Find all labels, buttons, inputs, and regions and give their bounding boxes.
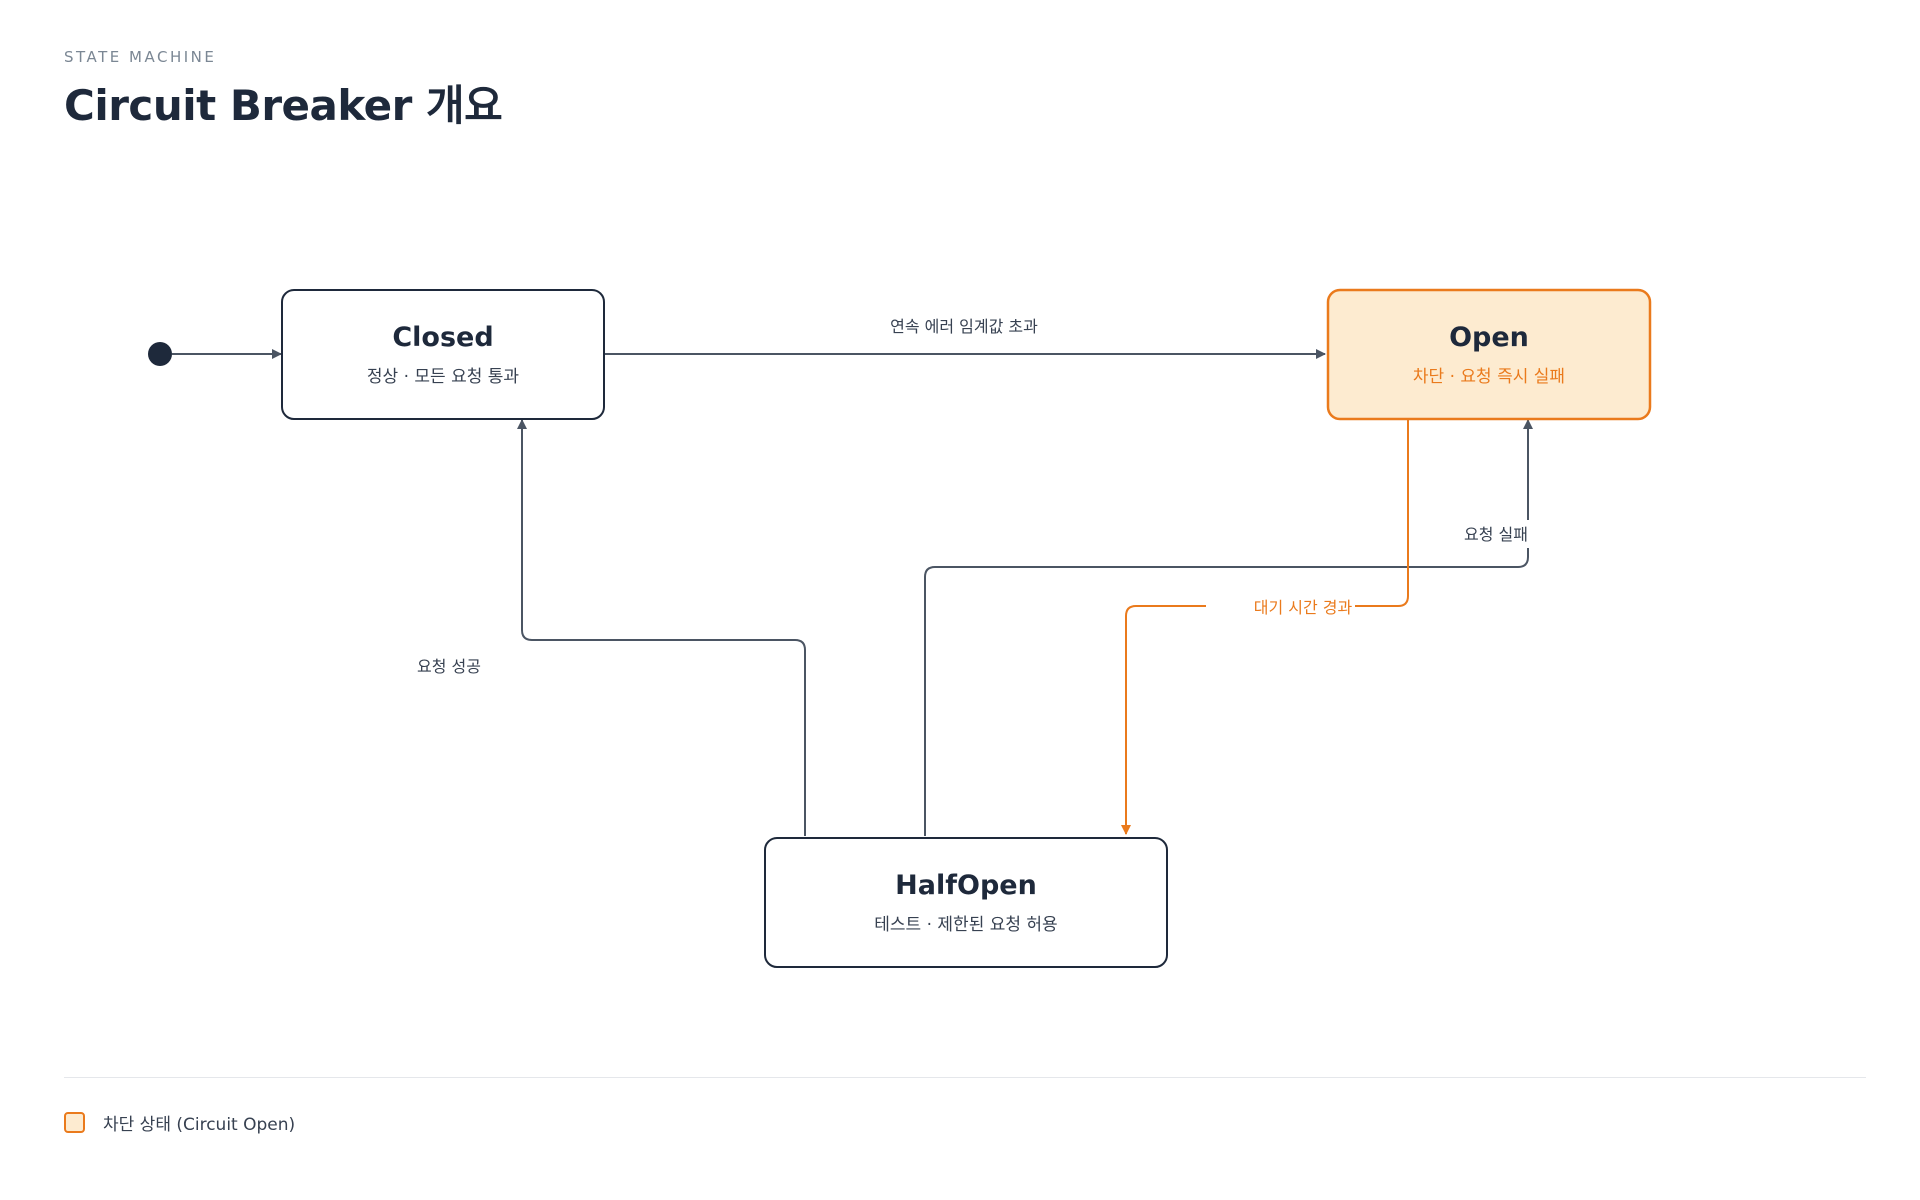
eyebrow-label: STATE MACHINE <box>64 48 217 66</box>
state-node-open: Open 차단 · 요청 즉시 실패 <box>1326 288 1652 421</box>
legend-swatch-open <box>64 1112 85 1133</box>
state-halfopen-box <box>764 837 1168 968</box>
edge-label-bg-halfopen-to-open <box>1456 520 1542 548</box>
page-title: Circuit Breaker 개요 <box>64 81 503 130</box>
legend-label: 차단 상태 (Circuit Open) <box>103 1115 296 1135</box>
edge-label-halfopen-to-closed: 요청 성공 <box>417 657 481 676</box>
edge-label-halfopen-to-open: 요청 실패 <box>1464 525 1528 544</box>
edge-label-open-to-halfopen: 대기 시간 경과 <box>1254 598 1353 617</box>
state-closed-desc: 정상 · 모든 요청 통과 <box>367 367 519 387</box>
edge-label-closed-to-open: 연속 에러 임계값 초과 <box>890 317 1038 336</box>
initial-state-dot <box>148 342 172 366</box>
state-closed-name: Closed <box>392 322 493 353</box>
state-halfopen-name: HalfOpen <box>895 870 1037 901</box>
state-halfopen-desc: 테스트 · 제한된 요청 허용 <box>874 915 1057 935</box>
state-closed-box <box>281 289 605 420</box>
edge-open-to-halfopen <box>1126 419 1409 834</box>
state-node-halfopen: HalfOpen 테스트 · 제한된 요청 허용 <box>764 837 1168 968</box>
edge-halfopen-to-closed <box>517 419 806 836</box>
state-open-name: Open <box>1449 322 1529 353</box>
state-node-closed: Closed 정상 · 모든 요청 통과 <box>281 289 605 420</box>
footer-divider <box>64 1077 1866 1078</box>
state-open-desc: 차단 · 요청 즉시 실패 <box>1413 367 1565 387</box>
state-open-box <box>1326 288 1652 421</box>
edge-halfopen-to-open <box>924 419 1533 836</box>
legend: 차단 상태 (Circuit Open) <box>64 1110 295 1135</box>
